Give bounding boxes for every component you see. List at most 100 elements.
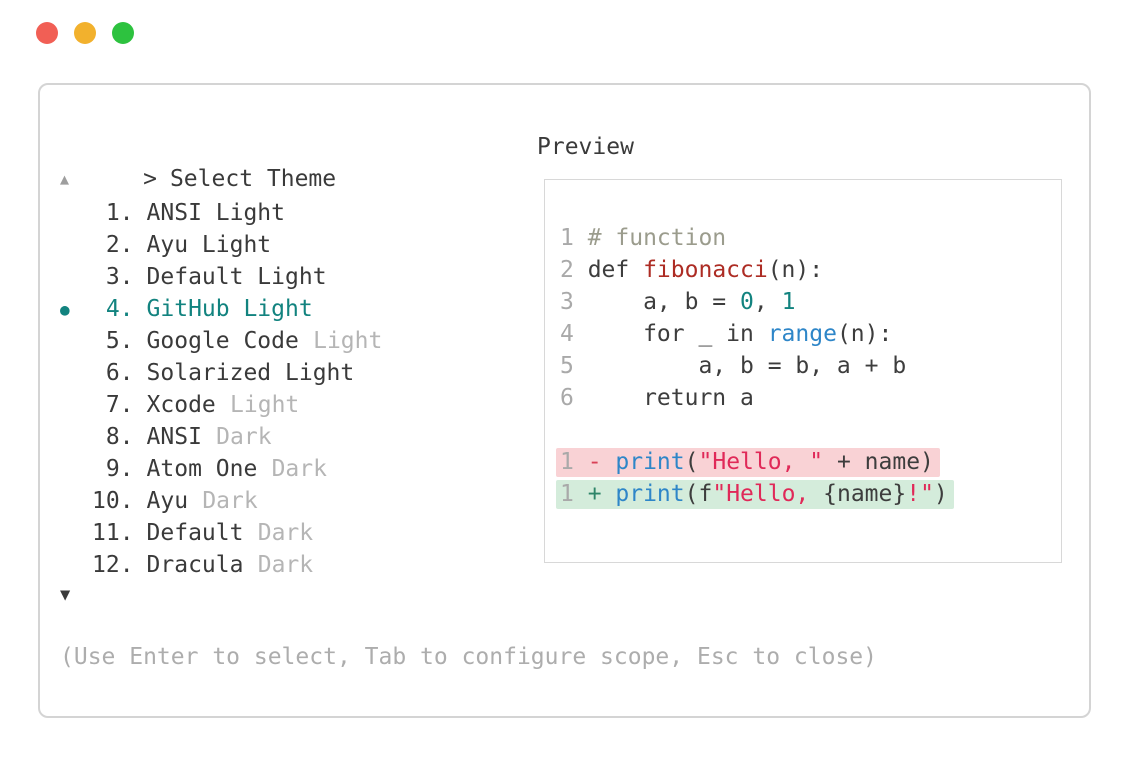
token-plain: (f (684, 481, 713, 507)
prompt-icon: > (143, 166, 157, 192)
code-line-content: 1# function (556, 224, 732, 253)
theme-number: 7. (105, 392, 134, 418)
theme-label-variant: Dark (216, 424, 272, 450)
line-number: 1 (560, 225, 574, 251)
token-plain: + name) (823, 449, 934, 475)
line-number: 3 (560, 289, 574, 315)
line-number: 6 (560, 385, 574, 411)
token-blue: range (767, 321, 837, 347)
code-line-content: 6 return a (556, 384, 760, 413)
token-str: "Hello, " (698, 449, 824, 475)
theme-label: Google Code (146, 328, 299, 354)
theme-list-item[interactable]: 7. Xcode Light (60, 389, 500, 421)
theme-label: Default Light (146, 264, 327, 290)
code-line-content: 3 a, b = 0, 1 (556, 288, 801, 317)
theme-number: 10. (92, 488, 134, 514)
token-plain: return a (587, 385, 754, 411)
token-plain: for _ in (587, 321, 768, 347)
theme-list-item[interactable]: 9. Atom One Dark (60, 453, 500, 485)
code-line: 1# function (560, 222, 1061, 254)
close-button[interactable] (36, 22, 58, 44)
theme-label-variant: Dark (202, 488, 258, 514)
theme-number: 9. (105, 456, 134, 482)
theme-number: 1. (105, 200, 134, 226)
token-blue: print (615, 449, 685, 475)
token-plain: ) (933, 481, 948, 507)
theme-label: GitHub Light (146, 296, 313, 322)
token-plain: def (587, 257, 644, 283)
code-line-content: 5 a, b = b, a + b (556, 352, 912, 381)
window-controls (36, 22, 134, 44)
token-plain: (n): (767, 257, 824, 283)
line-number: 2 (560, 257, 574, 283)
code-line: 3 a, b = 0, 1 (560, 286, 1061, 318)
theme-label: Atom One (146, 456, 258, 482)
token-str: "Hello, (712, 481, 824, 507)
code-line: 4 for _ in range(n): (560, 318, 1061, 350)
theme-label-variant: Dark (271, 456, 327, 482)
theme-label: Ayu (146, 488, 189, 514)
token-teal: 0 (740, 289, 754, 315)
code-line: 5 a, b = b, a + b (560, 350, 1061, 382)
scroll-up-icon[interactable]: ▲ (60, 170, 70, 188)
token-dminus: - (587, 449, 616, 475)
preview-label: Preview (537, 134, 634, 160)
theme-list-item[interactable]: 8. ANSI Dark (60, 421, 500, 453)
minimize-button[interactable] (74, 22, 96, 44)
theme-label: Xcode (146, 392, 216, 418)
line-number: 1 (560, 449, 574, 475)
token-str: !" (906, 481, 934, 507)
token-plain: , (753, 289, 782, 315)
token-plain: ( (684, 449, 699, 475)
theme-number: 12. (92, 552, 134, 578)
theme-list-item[interactable]: 2.Ayu Light (60, 229, 500, 261)
token-dplus: + (587, 481, 616, 507)
theme-label-variant: Light (230, 392, 300, 418)
theme-list-item[interactable]: 3. Default Light (60, 261, 500, 293)
zoom-button[interactable] (112, 22, 134, 44)
diff-removed-line: 1- print("Hello, " + name) (556, 448, 940, 477)
theme-list-item[interactable]: ●4.GitHub Light (60, 293, 500, 325)
theme-label: ANSI (146, 424, 202, 450)
theme-label-variant: Dark (257, 520, 314, 546)
theme-number: 5. (105, 328, 134, 354)
token-plain: (n): (836, 321, 893, 347)
code-line-content: 4 for _ in range(n): (556, 320, 898, 349)
code-line: 1- print("Hello, " + name) (556, 446, 1061, 478)
code-line: 6 return a (560, 382, 1061, 414)
diff-added-line: 1+ print(f"Hello, {name}!") (556, 480, 954, 509)
code-line: 1+ print(f"Hello, {name}!") (556, 478, 1061, 510)
scroll-down-icon[interactable]: ▼ (60, 585, 71, 605)
theme-label: Default (146, 520, 244, 546)
theme-list-item[interactable]: 10. Ayu Dark (60, 485, 500, 517)
theme-list-item[interactable]: 5. Google Code Light (60, 325, 500, 357)
theme-number: 3. (105, 264, 134, 290)
token-plain: a, b = (587, 289, 741, 315)
line-number: 4 (560, 321, 574, 347)
theme-number: 8. (105, 424, 134, 450)
page-title: Select Theme (169, 166, 337, 192)
theme-label-variant: Light (313, 328, 383, 354)
theme-label: ANSI Light (146, 200, 286, 226)
selected-bullet-icon: ● (60, 299, 70, 319)
theme-list-item[interactable]: 11. Default Dark (60, 517, 500, 549)
theme-list-item[interactable]: 1. ANSI Light (60, 197, 500, 229)
theme-list-item[interactable]: 6.Solarized Light (60, 357, 500, 389)
theme-label: Dracula (146, 552, 244, 578)
theme-number: 2. (105, 232, 134, 258)
token-plain: a, b = b, a + b (587, 353, 907, 379)
theme-number: 6. (105, 360, 134, 386)
theme-number: 11. (92, 520, 134, 546)
token-plain: {name} (823, 481, 907, 507)
line-number: 5 (560, 353, 574, 379)
footer-hint: (Use Enter to select, Tab to configure s… (60, 644, 877, 670)
token-teal: 1 (781, 289, 796, 315)
